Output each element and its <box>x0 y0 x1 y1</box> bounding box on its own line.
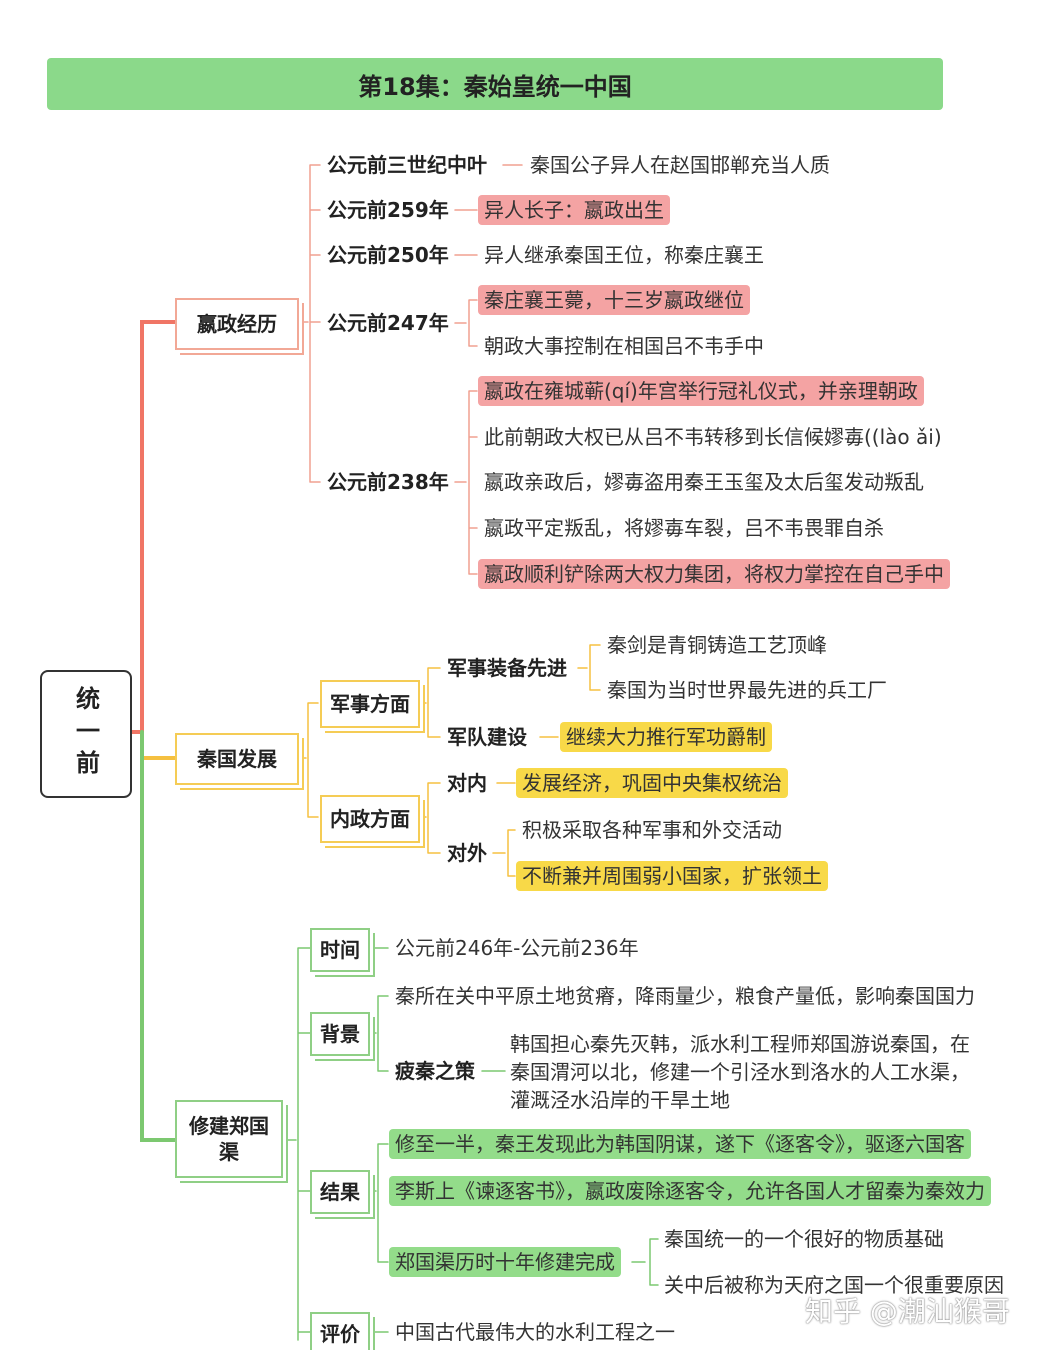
sub-label: 军事装备先进 <box>447 656 567 680</box>
item-highlight: 继续大力推行军功爵制 <box>560 722 772 752</box>
item: 秦所在关中平原土地贫瘠，降雨量少，粮食产量低，影响秦国国力 <box>395 984 975 1008</box>
item-highlight: 发展经济，巩固中央集权统治 <box>516 768 788 798</box>
date-label: 公元前238年 <box>327 470 449 494</box>
item-highlight: 不断兼并周围弱小国家，扩张领土 <box>516 861 828 891</box>
strategy-paragraph: 韩国担心秦先灭韩，派水利工程师郑国游说秦国，在 秦国渭河以北，修建一个引泾水到洛… <box>510 1030 970 1114</box>
event-item: 异人继承秦国王位，称秦庄襄王 <box>484 243 764 267</box>
item: 积极采取各种军事和外交活动 <box>522 818 782 842</box>
event-item: 此前朝政大权已从吕不韦转移到长信候嫪毐((lào ǎi) <box>484 425 942 449</box>
item: 中国古代最伟大的水利工程之一 <box>395 1320 675 1344</box>
node-yingzheng: 嬴政经历 <box>175 298 299 350</box>
paragraph-line: 韩国担心秦先灭韩，派水利工程师郑国游说秦国，在 <box>510 1032 970 1056</box>
node-time: 时间 <box>310 928 370 972</box>
node-result: 结果 <box>310 1170 370 1214</box>
item: 秦剑是青铜铸造工艺顶峰 <box>607 633 827 657</box>
item: 公元前246年-公元前236年 <box>395 936 639 960</box>
node-development: 秦国发展 <box>175 733 299 785</box>
page-title: 第18集：秦始皇统一中国 <box>47 58 943 110</box>
sub-label: 疲秦之策 <box>395 1059 475 1083</box>
item: 秦国统一的一个很好的物质基础 <box>664 1227 944 1251</box>
node-domestic: 内政方面 <box>320 795 420 843</box>
item: 秦国为当时世界最先进的兵工厂 <box>607 678 887 702</box>
event-item-highlight: 异人长子：嬴政出生 <box>478 195 670 225</box>
item: 关中后被称为天府之国一个很重要原因 <box>664 1273 1004 1297</box>
date-label: 公元前三世纪中叶 <box>327 153 487 177</box>
event-item-highlight: 嬴政顺利铲除两大权力集团，将权力掌控在自己手中 <box>478 559 950 589</box>
event-item: 嬴政平定叛乱，将嫪毐车裂，吕不韦畏罪自杀 <box>484 516 884 540</box>
node-evaluation: 评价 <box>310 1312 370 1350</box>
item-highlight: 郑国渠历时十年修建完成 <box>389 1247 621 1277</box>
date-label: 公元前247年 <box>327 311 449 335</box>
event-item: 朝政大事控制在相国吕不韦手中 <box>484 334 764 358</box>
item-highlight: 修至一半，秦王发现此为韩国阴谋，遂下《逐客令》，驱逐六国客 <box>389 1129 971 1159</box>
node-background: 背景 <box>310 1012 370 1056</box>
sub-label: 军队建设 <box>447 725 527 749</box>
date-label: 公元前259年 <box>327 198 449 222</box>
date-label: 公元前250年 <box>327 243 449 267</box>
node-canal: 修建郑国渠 <box>175 1100 283 1178</box>
item-highlight: 李斯上《谏逐客书》，嬴政废除逐客令，允许各国人才留秦为秦效力 <box>389 1176 991 1206</box>
watermark: 知乎 @潮汕猴哥 <box>805 1295 1010 1328</box>
paragraph-line: 秦国渭河以北，修建一个引泾水到洛水的人工水渠， <box>510 1060 970 1084</box>
root-node: 统一前 <box>40 670 132 798</box>
event-item: 嬴政亲政后，嫪毐盗用秦王玉玺及太后玺发动叛乱 <box>484 470 924 494</box>
event-item: 秦国公子异人在赵国邯郸充当人质 <box>530 153 830 177</box>
sub-label: 对内 <box>447 771 487 795</box>
paragraph-line: 灌溉泾水沿岸的干旱土地 <box>510 1088 730 1112</box>
event-item-highlight: 秦庄襄王薨，十三岁嬴政继位 <box>478 285 750 315</box>
sub-label: 对外 <box>447 841 487 865</box>
node-military: 军事方面 <box>320 680 420 728</box>
event-item-highlight: 嬴政在雍城蕲(qí)年宫举行冠礼仪式，并亲理朝政 <box>478 376 924 406</box>
